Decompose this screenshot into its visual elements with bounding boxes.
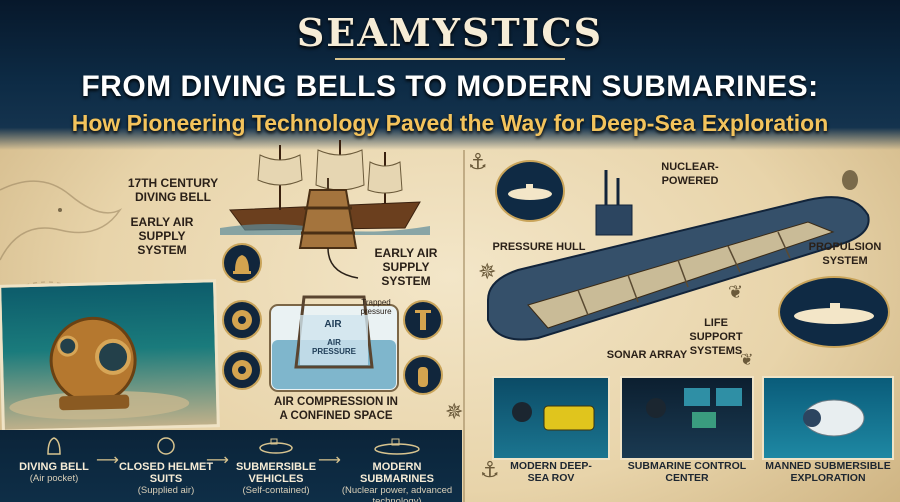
diagram-trapped-label: Trapped pressure — [360, 298, 392, 316]
pump-icon — [403, 300, 443, 340]
air-tank-icon — [403, 355, 443, 395]
label-nuclear-powered: NUCLEAR-POWERED — [661, 161, 719, 187]
monitors-icon — [646, 388, 742, 428]
rov-caption: MODERN DEEP-SEA ROV — [510, 460, 592, 484]
air-compression-diagram — [269, 295, 399, 392]
label-life-support: LIFE SUPPORT SYSTEMS — [689, 317, 743, 357]
diving-bell-icon — [47, 437, 61, 455]
helmet-icon-1 — [222, 300, 262, 340]
manned-submersible-caption: MANNED SUBMERSIBLE EXPLORATION — [765, 460, 891, 484]
timeline-item: CLOSED HELMET SUITS (Supplied air) — [116, 436, 216, 496]
diving-bell-illustration — [298, 178, 359, 279]
timeline-item: MODERN SUBMARINES (Nuclear power, advanc… — [336, 436, 458, 502]
manned-submersible-photo — [762, 376, 894, 460]
label-17th-century-bell: 17th CENTURY DIVING BELL — [127, 176, 219, 204]
submersible-icon — [803, 399, 865, 437]
arrow-icon: ⟶ — [206, 450, 229, 469]
brand-logo: SEAMYSTICS — [296, 10, 604, 55]
diving-helmet-photo — [0, 279, 220, 433]
anchor-icon: ⚓ — [480, 458, 500, 483]
timeline-item: DIVING BELL (Air pocket) — [4, 436, 104, 484]
control-center-caption: SUBMARINE CONTROL CENTER — [627, 460, 747, 484]
brand-underline — [335, 58, 565, 60]
squid-icon: ❦ — [740, 350, 754, 369]
subtitle: How Pioneering Technology Paved the Way … — [71, 110, 829, 136]
diagram-air-pressure-label: AIR PRESSURE — [311, 338, 356, 356]
label-propulsion: PROPULSION SYSTEM — [808, 241, 882, 267]
arrow-icon: ⟶ — [318, 450, 341, 469]
rov-photo — [492, 376, 610, 460]
diving-helmet-icon — [9, 316, 190, 420]
diagram-air-label: AIR — [324, 319, 342, 330]
main-title: FROM DIVING BELLS TO MODERN SUBMARINES: — [81, 70, 819, 103]
evolution-timeline: DIVING BELL (Air pocket) ⟶ CLOSED HELMET… — [0, 430, 462, 502]
submersible-icon — [259, 438, 293, 454]
header-banner: SEAMYSTICS FROM DIVING BELLS TO MODERN S… — [0, 0, 900, 150]
rov-icon — [512, 402, 595, 431]
section-divider — [463, 150, 465, 502]
compass-rose-icon: ✵ — [478, 260, 497, 285]
squid-icon: ❦ — [728, 282, 744, 303]
label-pressure-hull: PRESSURE HULL — [492, 241, 586, 253]
timeline-item: SUBMERSIBLE VEHICLES (Self-contained) — [226, 436, 326, 496]
anchor-icon: ⚓ — [468, 150, 488, 175]
bell-icon — [222, 243, 262, 283]
submarine-silhouette-right — [778, 276, 890, 348]
arrow-icon: ⟶ — [96, 450, 119, 469]
air-compression-caption: AIR COMPRESSION IN A CONFINED SPACE — [274, 396, 398, 422]
submarine-silhouette-top — [495, 160, 565, 222]
helmet-icon-2 — [222, 350, 262, 390]
submarine-icon — [374, 438, 420, 455]
nuclear-submarine-cutaway — [487, 170, 870, 341]
label-early-air-left: EARLY AIR SUPPLY SYSTEM — [130, 215, 194, 257]
control-center-photo — [620, 376, 754, 460]
label-early-air-right: EARLY AIR SUPPLY SYSTEM — [374, 246, 438, 288]
compass-rose-icon: ✵ — [445, 400, 464, 425]
closed-helmet-icon — [157, 437, 175, 455]
label-sonar: SONAR ARRAY — [606, 349, 688, 361]
